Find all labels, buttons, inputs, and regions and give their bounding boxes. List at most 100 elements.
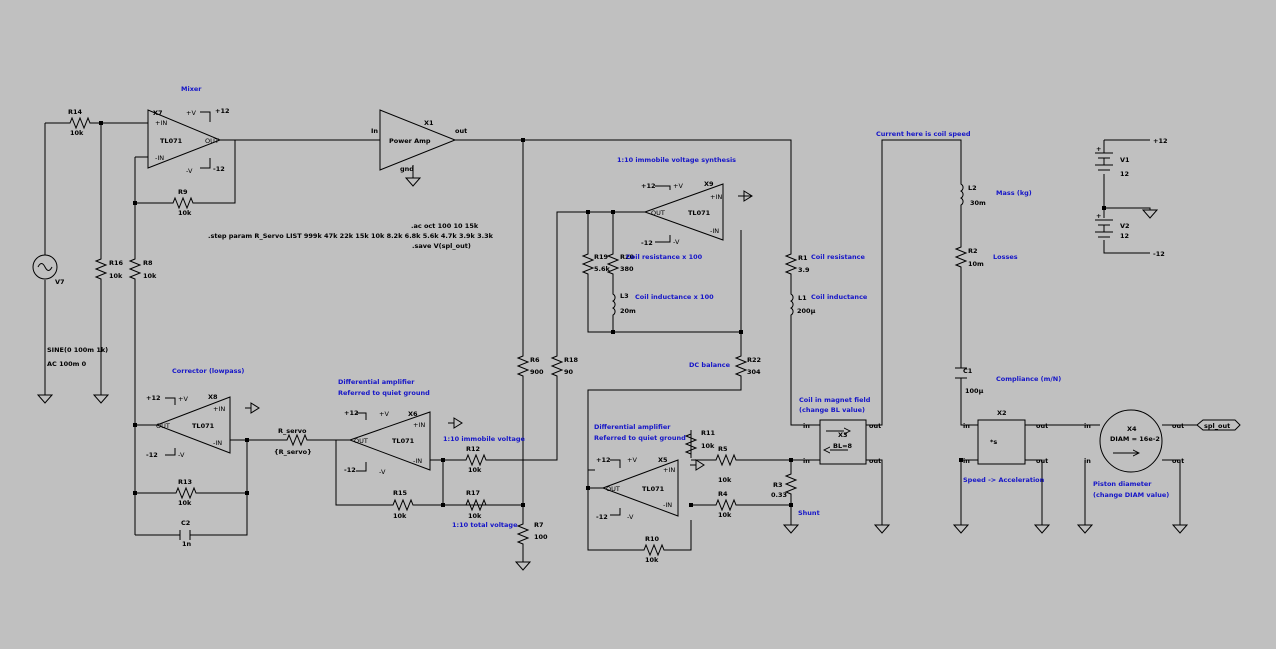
svg-text:-IN: -IN [710,227,719,235]
svg-text:-12: -12 [344,466,356,474]
svg-text:-IN: -IN [663,501,672,509]
svg-text:Mixer: Mixer [181,85,202,93]
svg-text:100µ: 100µ [965,387,984,395]
svg-text:+IN: +IN [663,466,675,474]
svg-text:10k: 10k [718,476,732,484]
svg-text:X7: X7 [153,109,163,117]
svg-text:spl_out: spl_out [1204,422,1230,430]
svg-text:BL=8: BL=8 [833,442,853,450]
svg-text:+V: +V [186,109,196,117]
svg-text:C2: C2 [181,519,190,527]
svg-text:1:10 total voltage: 1:10 total voltage [452,521,518,529]
svg-text:X9: X9 [704,180,714,188]
svg-text:in: in [1084,422,1091,430]
svg-text:X3: X3 [838,431,848,439]
svg-text:10k: 10k [178,209,192,217]
svg-text:R2: R2 [968,247,978,255]
svg-text:out: out [869,422,881,430]
svg-text:out: out [1172,422,1184,430]
svg-text:TL071: TL071 [688,209,711,217]
svg-text:90: 90 [564,368,574,376]
svg-text:+12: +12 [1153,137,1168,145]
svg-text:-12: -12 [596,513,608,521]
svg-text:+12: +12 [344,409,359,417]
svg-text:X1: X1 [424,119,434,127]
svg-text:Referred to quiet ground: Referred to quiet ground [338,389,430,397]
svg-text:Corrector (lowpass): Corrector (lowpass) [172,367,244,375]
svg-text:12: 12 [1120,232,1129,240]
svg-text:+: + [1096,212,1101,220]
svg-text:3.9: 3.9 [798,266,810,274]
svg-text:R18: R18 [564,356,579,364]
svg-text:Differential amplifier: Differential amplifier [594,423,671,431]
svg-text:(change BL value): (change BL value) [799,406,865,414]
svg-text:DIAM = 16e-2: DIAM = 16e-2 [1110,435,1160,443]
svg-text:Power Amp: Power Amp [389,137,431,145]
svg-text:10m: 10m [968,260,984,268]
svg-text:R11: R11 [701,429,716,437]
svg-text:X5: X5 [658,456,668,464]
svg-text:-12: -12 [1153,250,1165,258]
svg-text:TL071: TL071 [642,485,665,493]
opamp-x6: +IN -IN OUT +V -V TL071 X6 +12 -12 [344,409,431,476]
opamp-x7: +IN -IN OUT +V -V TL071 X7 +12 -12 [147,107,230,175]
svg-text:R8: R8 [143,259,153,267]
svg-text:out: out [455,127,467,135]
svg-text:-V: -V [379,468,386,476]
svg-text:OUT: OUT [354,437,368,445]
svg-text:Coil inductance: Coil inductance [811,293,868,301]
svg-text:+V: +V [379,410,389,418]
svg-text:X4: X4 [1127,425,1137,433]
svg-text:In: In [371,127,378,135]
svg-text:100: 100 [534,533,548,541]
svg-text:Speed -> Acceleration: Speed -> Acceleration [963,476,1045,484]
block-x2: X2 *s in in out out [963,409,1048,465]
svg-text:+12: +12 [215,107,230,115]
svg-text:AC 100m 0: AC 100m 0 [47,360,87,368]
svg-text:+IN: +IN [213,405,225,413]
svg-text:200µ: 200µ [797,307,816,315]
svg-text:in: in [1084,457,1091,465]
svg-text:Differential amplifier: Differential amplifier [338,378,415,386]
opamp-x9: +IN -IN OUT +V -V TL071 X9 +12 -12 [641,180,724,247]
svg-text:R19: R19 [594,253,609,261]
svg-text:Coil in magnet field: Coil in magnet field [799,396,871,404]
svg-text:20m: 20m [620,307,636,315]
svg-text:1:10 immobile voltage: 1:10 immobile voltage [443,435,526,443]
component-labels: R14 10k R16 10k R8 10k R9 10k R13 10k C2… [68,108,986,564]
svg-text:R_servo: R_servo [278,427,307,435]
svg-text:Referred to quiet ground: Referred to quiet ground [594,434,686,442]
svg-text:-IN: -IN [155,154,164,162]
svg-text:(change DIAM value): (change DIAM value) [1093,491,1169,499]
svg-text:+12: +12 [641,182,656,190]
svg-text:-V: -V [186,167,193,175]
battery-v1: + V1 12 +12 [1095,137,1168,178]
svg-text:SINE(0 100m 1k): SINE(0 100m 1k) [47,346,108,354]
svg-text:30m: 30m [970,199,986,207]
svg-text:+V: +V [673,182,683,190]
svg-text:R5: R5 [718,445,728,453]
svg-text:L2: L2 [968,184,977,192]
svg-text:10k: 10k [109,272,123,280]
svg-text:V7: V7 [55,278,65,286]
svg-text:C1: C1 [963,367,973,375]
svg-text:Piston diameter: Piston diameter [1093,480,1152,488]
svg-text:R12: R12 [466,445,480,453]
svg-text:OUT: OUT [156,422,170,430]
svg-text:.step param R_Servo LIST 999k: .step param R_Servo LIST 999k 47k 22k 15… [208,232,494,240]
block-x4: X4 DIAM = 16e-2 in in out out [1084,409,1184,473]
svg-text:R14: R14 [68,108,83,116]
svg-text:R10: R10 [645,535,660,543]
svg-text:10k: 10k [178,499,192,507]
svg-text:10k: 10k [468,466,482,474]
svg-text:900: 900 [530,368,544,376]
svg-text:in: in [963,457,970,465]
svg-text:R15: R15 [393,489,408,497]
svg-text:out: out [1172,457,1184,465]
svg-text:DC balance: DC balance [689,361,731,369]
svg-text:+IN: +IN [710,193,722,201]
svg-text:10k: 10k [143,272,157,280]
svg-text:380: 380 [620,265,634,273]
svg-text:+12: +12 [596,456,611,464]
